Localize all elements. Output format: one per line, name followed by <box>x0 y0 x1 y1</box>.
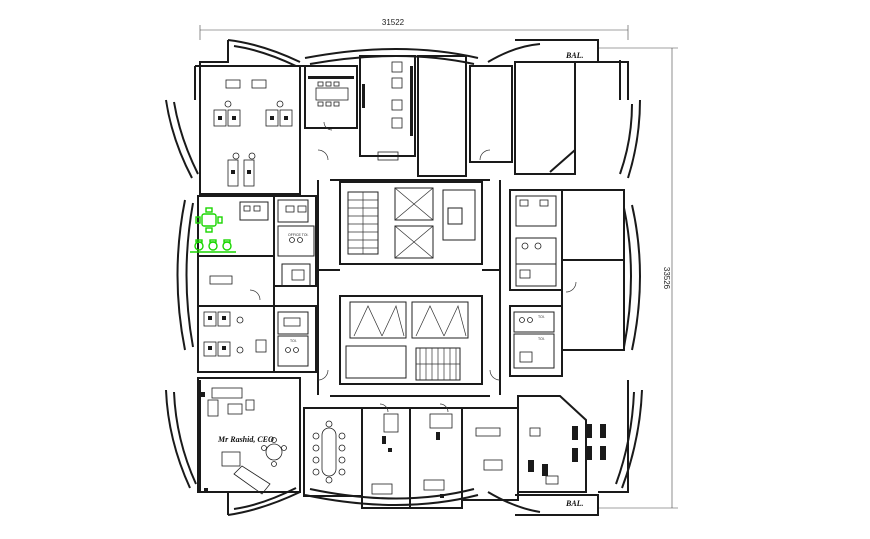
corridors <box>317 179 501 397</box>
central-core <box>339 181 483 385</box>
width-dimension-label: 31522 <box>382 18 405 27</box>
offices-top-row <box>359 55 576 177</box>
toilet-label-right-2: TOI. <box>538 337 545 341</box>
dimension-top: 31522 <box>199 18 629 40</box>
ceo-office: Mr Rashid, CEO <box>197 377 301 495</box>
balcony-label-bottom: BAL. <box>565 499 584 508</box>
left-wing: OFFICE TOI. TOI. <box>197 195 317 373</box>
dimension-right: 33526 <box>598 47 678 509</box>
toilet-label-right-1: TOI. <box>538 315 545 319</box>
outer-walls <box>165 39 643 516</box>
right-wing: TOI. TOI. <box>509 189 625 377</box>
toilet-label-left: TOI. <box>290 339 297 343</box>
offices-bottom-row <box>361 407 519 509</box>
office-toilet-label: OFFICE TOI. <box>288 233 309 237</box>
highlighted-seating <box>190 207 236 253</box>
meeting-room-bottom <box>303 407 363 497</box>
open-office-bottom-right <box>517 395 606 493</box>
doors <box>249 121 577 413</box>
meeting-room-top <box>304 65 358 129</box>
ceo-office-label: Mr Rashid, CEO <box>217 435 274 444</box>
height-dimension-label: 33526 <box>662 267 671 290</box>
office-top-left <box>199 65 301 195</box>
balcony-label-top: BAL. <box>565 51 584 60</box>
